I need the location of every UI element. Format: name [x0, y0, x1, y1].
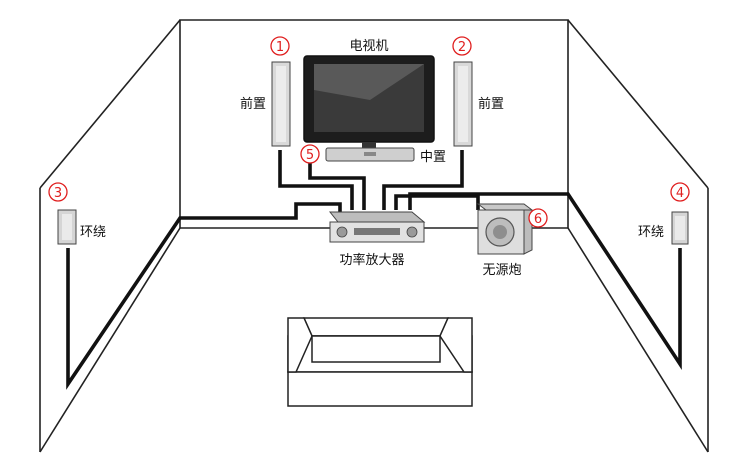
- sofa: [287, 317, 473, 407]
- center-label: 中置: [420, 150, 446, 165]
- tv: 电视机: [303, 39, 435, 148]
- amplifier: 功率放大器: [328, 211, 426, 268]
- subwoofer: 无源炮: [476, 203, 534, 278]
- surround-left-label: 环绕: [80, 225, 106, 240]
- tv-label: 电视机: [349, 39, 388, 54]
- svg-text:2: 2: [458, 40, 466, 55]
- speaker-wires: [66, 150, 682, 390]
- svg-text:4: 4: [676, 186, 684, 201]
- marker-6: 6: [528, 208, 548, 228]
- marker-5: 5: [300, 144, 320, 164]
- front-right-label: 前置: [478, 96, 504, 112]
- marker-3: 3: [48, 182, 68, 202]
- marker-1: 1: [270, 36, 290, 56]
- marker-4: 4: [670, 182, 690, 202]
- surround-right-speaker: 环绕: [638, 211, 689, 245]
- marker-2: 2: [452, 36, 472, 56]
- svg-text:6: 6: [534, 212, 542, 227]
- svg-text:3: 3: [54, 186, 62, 201]
- center-speaker: 中置: [325, 147, 446, 165]
- front-left-speaker: 前置: [240, 61, 291, 147]
- front-left-label: 前置: [240, 96, 266, 112]
- surround-left-speaker: 环绕: [57, 209, 106, 245]
- surround-right-label: 环绕: [638, 225, 664, 240]
- subwoofer-label: 无源炮: [482, 263, 521, 278]
- room-outline: [39, 19, 709, 453]
- front-right-speaker: 前置: [453, 61, 504, 147]
- svg-text:5: 5: [306, 148, 314, 163]
- amplifier-label: 功率放大器: [339, 252, 404, 268]
- svg-text:1: 1: [276, 40, 284, 55]
